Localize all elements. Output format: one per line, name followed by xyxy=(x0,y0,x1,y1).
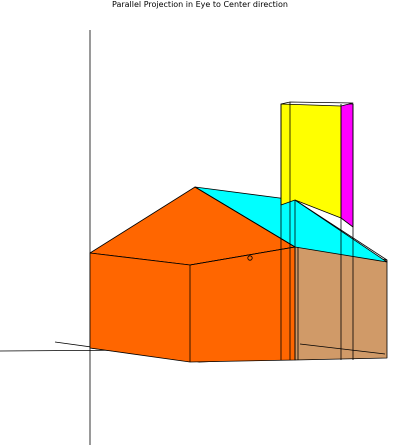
chimney-top xyxy=(280,101,354,107)
viewport-title: Parallel Projection in Eye to Center dir… xyxy=(112,0,288,9)
chimney-side xyxy=(340,103,354,228)
center-marker xyxy=(247,255,253,261)
wireframe-edges xyxy=(189,102,388,362)
